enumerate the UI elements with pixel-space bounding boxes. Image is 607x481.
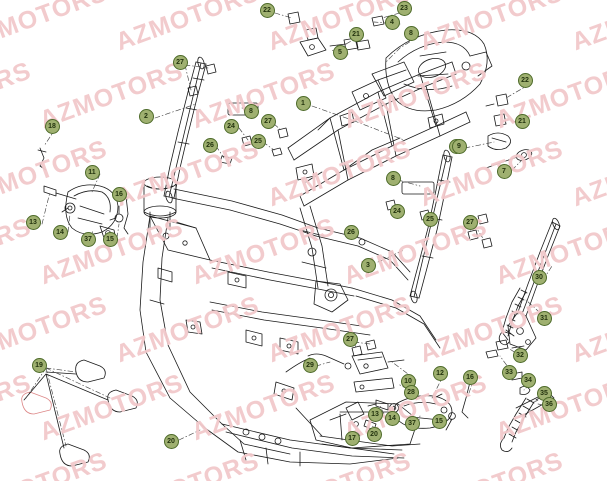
callout-17[interactable]: 17 — [344, 430, 360, 446]
callout-26[interactable]: 26 — [343, 224, 359, 240]
callout-27[interactable]: 27 — [260, 113, 276, 129]
callout-3[interactable]: 3 — [360, 257, 376, 273]
callout-24[interactable]: 24 — [223, 118, 239, 134]
callout-20[interactable]: 20 — [163, 433, 179, 449]
callout-15[interactable]: 15 — [431, 413, 447, 429]
callout-7[interactable]: 7 — [496, 163, 512, 179]
callout-18[interactable]: 18 — [44, 118, 60, 134]
right-fasteners — [287, 11, 533, 169]
callout-8[interactable]: 8 — [403, 25, 419, 41]
callout-8[interactable]: 8 — [385, 170, 401, 186]
callout-37[interactable]: 37 — [80, 231, 96, 247]
rubber-straps — [21, 359, 138, 467]
rear-subframe-assembly — [287, 29, 493, 207]
main-frame-body — [139, 176, 441, 467]
p-clips — [187, 63, 493, 357]
callout-2[interactable]: 2 — [138, 108, 154, 124]
callout-11[interactable]: 11 — [84, 164, 100, 180]
callout-19[interactable]: 19 — [31, 357, 47, 373]
callout-8[interactable]: 8 — [243, 103, 259, 119]
callout-13[interactable]: 13 — [367, 406, 383, 422]
callout-36[interactable]: 36 — [541, 396, 557, 412]
callout-16[interactable]: 16 — [111, 186, 127, 202]
callout-5[interactable]: 5 — [332, 44, 348, 60]
frame-brace-left — [163, 56, 207, 204]
callout-29[interactable]: 29 — [302, 357, 318, 373]
callout-22[interactable]: 22 — [259, 2, 275, 18]
callout-32[interactable]: 32 — [512, 347, 528, 363]
callout-25[interactable]: 25 — [422, 211, 438, 227]
callout-25[interactable]: 25 — [250, 133, 266, 149]
callout-15[interactable]: 15 — [102, 231, 118, 247]
callout-27[interactable]: 27 — [462, 214, 478, 230]
callout-26[interactable]: 26 — [202, 137, 218, 153]
callout-21[interactable]: 21 — [348, 26, 364, 42]
callout-28[interactable]: 28 — [403, 384, 419, 400]
callout-4[interactable]: 4 — [384, 14, 400, 30]
callout-16[interactable]: 16 — [462, 369, 478, 385]
callout-20[interactable]: 20 — [366, 426, 382, 442]
callout-23[interactable]: 23 — [396, 0, 412, 16]
callout-33[interactable]: 33 — [501, 364, 517, 380]
callout-14[interactable]: 14 — [52, 224, 68, 240]
callout-27[interactable]: 27 — [342, 331, 358, 347]
callout-13[interactable]: 13 — [25, 214, 41, 230]
callout-34[interactable]: 34 — [520, 372, 536, 388]
hardware-left-cluster — [37, 147, 129, 235]
callout-24[interactable]: 24 — [389, 203, 405, 219]
callout-9[interactable]: 9 — [451, 138, 467, 154]
callout-1[interactable]: 1 — [295, 95, 311, 111]
callout-30[interactable]: 30 — [531, 269, 547, 285]
callout-21[interactable]: 21 — [514, 113, 530, 129]
callout-22[interactable]: 22 — [517, 72, 533, 88]
callout-31[interactable]: 31 — [536, 310, 552, 326]
callout-14[interactable]: 14 — [384, 410, 400, 426]
callout-12[interactable]: 12 — [432, 365, 448, 381]
callout-27[interactable]: 27 — [172, 54, 188, 70]
callout-37[interactable]: 37 — [404, 415, 420, 431]
